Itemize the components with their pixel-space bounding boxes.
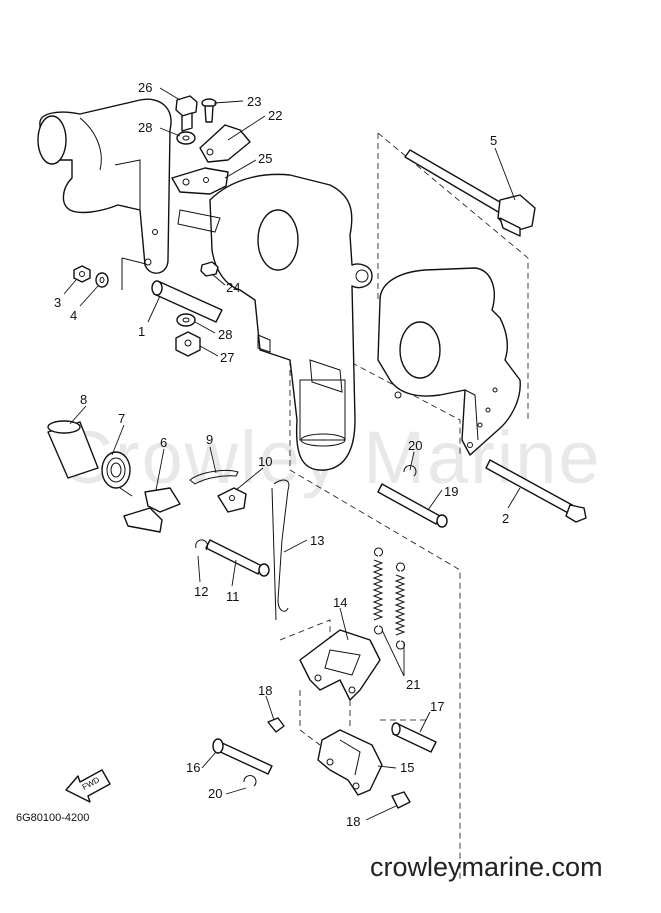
callout-23: 23 <box>247 94 261 109</box>
part-27-nut <box>175 331 201 357</box>
part-18-clip-lower <box>391 791 411 809</box>
part-4-washer <box>95 272 109 288</box>
callout-26: 26 <box>138 80 152 95</box>
callout-14: 14 <box>333 595 347 610</box>
callout-9: 9 <box>206 432 213 447</box>
part-7-spring <box>101 451 133 497</box>
leader-lines <box>63 87 521 821</box>
callout-1: 1 <box>138 324 145 339</box>
callout-25: 25 <box>258 151 272 166</box>
part-2-bolt <box>485 459 587 523</box>
part-11-pin <box>205 539 270 577</box>
clamp-bracket-right <box>377 267 521 456</box>
website-link[interactable]: crowleymarine.com <box>370 852 603 882</box>
part-28-washer-lower <box>176 313 196 327</box>
callout-11: 11 <box>226 589 240 604</box>
callout-24: 24 <box>226 280 240 295</box>
part-15-bracket <box>317 729 383 796</box>
callout-16: 16 <box>186 760 200 775</box>
callout-4: 4 <box>70 308 77 323</box>
callout-19: 19 <box>444 484 458 499</box>
part-1-tube <box>151 280 223 323</box>
callout-12: 12 <box>194 584 208 599</box>
callout-20-upper: 20 <box>408 438 422 453</box>
part-20-clip-lower <box>243 775 257 787</box>
part-26-bolt <box>175 95 198 132</box>
callout-2: 2 <box>502 511 509 526</box>
callout-10: 10 <box>258 454 272 469</box>
part-24-nut <box>200 261 219 277</box>
callout-21: 21 <box>406 677 420 692</box>
part-3-nut <box>73 265 91 283</box>
callout-17: 17 <box>430 699 444 714</box>
callout-28-upper: 28 <box>138 120 152 135</box>
part-19-pin <box>377 483 448 528</box>
callout-18-lower: 18 <box>346 814 360 829</box>
part-23-screw <box>201 98 217 123</box>
diagram-code: 6G80100-4200 <box>16 812 90 824</box>
callout-labels: 26 23 22 28 25 5 3 4 24 1 28 27 8 7 6 9 … <box>54 80 509 829</box>
part-25-plate <box>171 167 229 233</box>
part-20-clip-upper <box>403 465 417 477</box>
part-28-washer-top <box>176 131 196 145</box>
callout-20-lower: 20 <box>208 786 222 801</box>
callout-7: 7 <box>118 411 125 426</box>
part-6-lever <box>123 487 181 533</box>
callout-3: 3 <box>54 295 61 310</box>
callout-5: 5 <box>490 133 497 148</box>
callout-28-lower: 28 <box>218 327 232 342</box>
part-12-clip <box>195 539 209 551</box>
part-17-tube <box>391 722 437 753</box>
callout-8: 8 <box>80 392 87 407</box>
callout-18-upper: 18 <box>258 683 272 698</box>
part-10-link <box>217 487 247 513</box>
part-21-springs <box>372 547 406 650</box>
forward-arrow-icon: FWD <box>65 769 111 803</box>
clamp-bracket-left <box>37 98 172 274</box>
part-5-rod <box>404 149 536 237</box>
part-16-pin <box>212 738 273 775</box>
callout-15: 15 <box>400 760 414 775</box>
callout-22: 22 <box>268 108 282 123</box>
part-18-clip-upper <box>267 717 285 733</box>
part-13-rod <box>271 479 290 621</box>
swivel-bracket <box>209 173 373 471</box>
part-8-sleeve <box>47 420 99 479</box>
part-9-spring-wire <box>189 469 239 485</box>
callout-27: 27 <box>220 350 234 365</box>
part-14-yoke <box>299 629 381 701</box>
callout-6: 6 <box>160 435 167 450</box>
callout-13: 13 <box>310 533 324 548</box>
